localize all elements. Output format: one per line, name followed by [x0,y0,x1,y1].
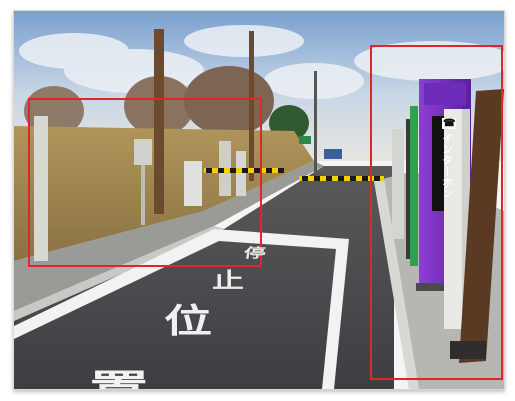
gate-post [392,129,404,239]
meter-box [134,139,152,165]
stop-box-marking [14,229,349,389]
intercom-sign-text: インターホン [440,133,451,199]
road-char-4: 置 [89,366,149,390]
street-light-pole [314,71,317,176]
right-curb [374,179,419,389]
meter-stand [141,165,145,225]
intercom-icon: ☎ [442,118,457,129]
road [14,166,394,389]
kiosk-top [424,83,466,105]
white-post-right-shadow [462,109,470,329]
distant-car [324,149,342,159]
road-char-2: 止 [212,267,245,293]
brown-post [459,89,504,363]
post-3 [236,151,246,196]
utility-pole [154,29,164,214]
highlight-box-left [28,98,262,267]
green-pole [410,106,418,266]
white-post [34,116,48,261]
ticket-machine [184,161,202,206]
photo-frame: ☎ インターホン 停 止 位 置 [13,10,505,390]
utility-pole-2 [249,31,254,181]
barrier-arm-right [299,176,384,181]
brown-post-base [450,341,486,359]
green-sign [299,136,311,144]
left-sidewalk [14,161,324,311]
barrier-arm-left [204,168,284,173]
road-char-1: 停 [242,245,267,261]
highlight-box-right [370,45,503,380]
road-char-3: 位 [164,301,213,342]
